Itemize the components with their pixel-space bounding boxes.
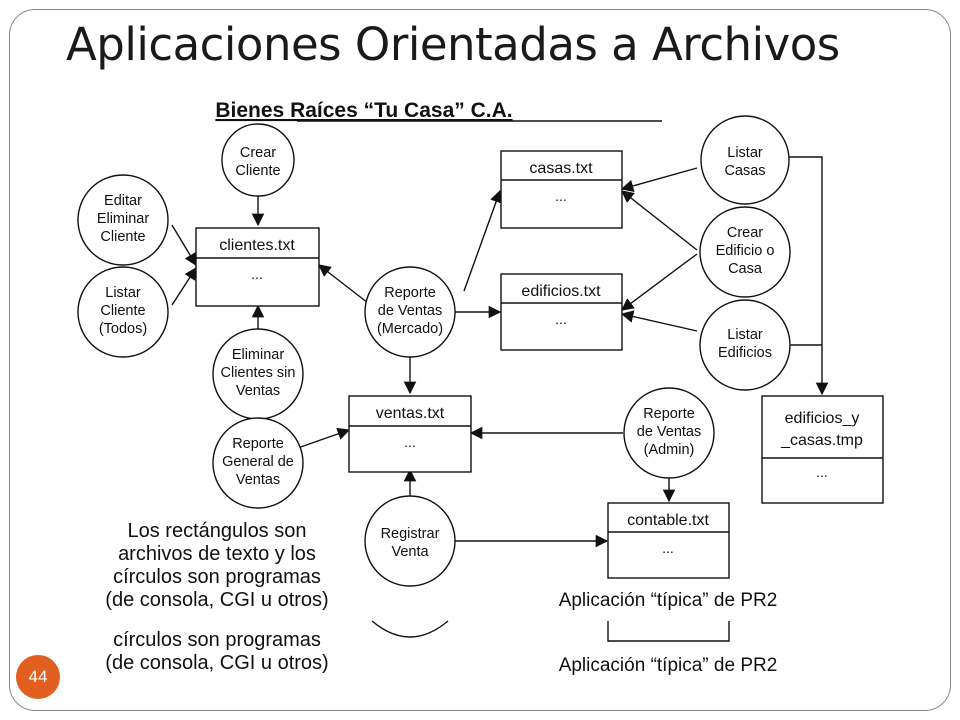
footnote: Aplicación “típica” de PR2 [559,590,778,611]
file-name-line1: edificios_y [785,410,860,427]
program-crear-edificio-casa: Crear Edificio o Casa [699,206,791,298]
caption-line: Los rectángulos son [127,520,306,542]
file-body: ... [555,311,567,327]
arrow-crear-edificio-to-casas [621,190,698,251]
diagram-svg: Bienes Raíces “Tu Casa” C.A. clientes.tx… [77,99,884,676]
program-reporte-general-ventas: Reporte General de Ventas [212,417,304,509]
program-label-line: Edificio o [716,243,775,259]
file-ventas: ventas.txt ... [348,395,472,473]
program-listar-cliente: Listar Cliente (Todos) [77,266,169,358]
program-label-line: Crear [727,225,763,241]
program-label-line: Editar [104,193,142,209]
program-label-line: Ventas [236,383,280,399]
program-label-line: Listar [727,145,763,161]
line-listar-casas-to-tmp [788,156,829,396]
arrow-reporte-mercado-to-clientes [318,264,369,304]
program-label-line: General de [222,454,294,470]
file-body: ... [662,540,674,556]
slide-title: Aplicaciones Orientadas a Archivos [66,18,840,71]
file-name: casas.txt [529,160,593,177]
program-label-line: Eliminar [232,347,285,363]
arrow-listar-edificios-to-edificios [620,310,698,332]
program-label-line: Cliente [235,163,280,179]
program-label-line: Venta [391,544,429,560]
program-label-line: Casas [724,163,765,179]
file-clientes: clientes.txt ... [195,227,320,307]
caption-line: archivos de texto y los [118,543,316,565]
file-body: ... [816,464,828,480]
program-label-line: Ventas [236,472,280,488]
strip-rect-fragment [607,621,730,642]
program-listar-edificios: Listar Edificios [699,299,791,391]
program-label-line: Reporte [232,436,284,452]
file-body: ... [555,188,567,204]
page-number-badge: 44 [16,655,60,699]
program-label-line: Eliminar [97,211,150,227]
program-listar-casas: Listar Casas [700,115,790,205]
file-name: ventas.txt [376,405,445,422]
arrow-listar-cliente-to-clientes [171,266,197,306]
file-casas: casas.txt ... [500,150,623,229]
program-label-line: (Mercado) [377,321,443,337]
program-label-line: Cliente [100,229,145,245]
caption-line: círculos son programas [113,566,321,588]
program-label-line: de Ventas [378,303,443,319]
program-eliminar-clientes-sin-ventas: Eliminar Clientes sin Ventas [212,328,304,420]
program-label-line: Registrar [381,526,440,542]
arrow-editar-to-clientes [171,224,197,267]
connectors [171,156,829,548]
arrow-reporte-mercado-to-casas [463,189,503,292]
file-contable: contable.txt ... [607,502,730,579]
file-body: ... [404,434,416,450]
program-label-line: Listar [727,327,763,343]
program-label-line: Reporte [643,406,695,422]
file-edificios: edificios.txt ... [500,273,623,351]
program-registrar-venta: Registrar Venta [364,495,456,587]
program-label-line: (Todos) [99,321,147,337]
file-name: contable.txt [627,512,709,529]
program-label-line: Casa [728,261,763,277]
strip-circle-fragment [371,620,449,638]
arrow-crear-edificio-to-edificios [620,253,698,311]
file-name: edificios.txt [521,283,601,300]
file-edificios-casas-tmp: edificios_y _casas.tmp ... [761,395,884,504]
file-name-line2: _casas.tmp [780,432,863,449]
program-reporte-ventas-admin: Reporte de Ventas (Admin) [623,387,715,479]
program-label-line: Cliente [100,303,145,319]
program-label-line: Edificios [718,345,772,361]
diagram-image: Bienes Raíces “Tu Casa” C.A. clientes.tx… [66,93,896,688]
caption-echo-line: círculos son programas [113,629,321,651]
footnote-echo: Aplicación “típica” de PR2 [559,655,778,676]
file-body: ... [251,266,263,282]
program-label-line: Listar [105,285,141,301]
program-label-line: Reporte [384,285,436,301]
program-label-line: Crear [240,145,276,161]
caption-echo-line: (de consola, CGI u otros) [105,652,328,674]
program-label-line: (Admin) [644,442,695,458]
program-reporte-ventas-mercado: Reporte de Ventas (Mercado) [364,266,456,358]
program-editar-eliminar-cliente: Editar Eliminar Cliente [77,174,169,266]
duplicated-strip: círculos son programas (de consola, CGI … [105,620,778,676]
caption: Los rectángulos son archivos de texto y … [105,520,328,611]
program-label-line: Clientes sin [221,365,296,381]
program-label-line: de Ventas [637,424,702,440]
arrow-listar-casas-to-casas [620,167,698,193]
file-name: clientes.txt [219,237,295,254]
caption-line: (de consola, CGI u otros) [105,589,328,611]
program-crear-cliente: Crear Cliente [221,123,295,197]
diagram-heading: Bienes Raíces “Tu Casa” C.A. [215,99,512,122]
